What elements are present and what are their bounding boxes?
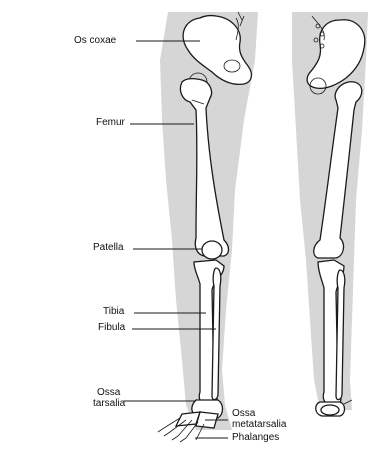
label-os-coxae: Os coxae bbox=[74, 35, 116, 46]
posterior-view bbox=[292, 12, 368, 416]
anterior-view bbox=[158, 12, 258, 442]
label-ossa-metatarsalia-line2: metatarsalia bbox=[232, 419, 286, 430]
label-fibula: Fibula bbox=[98, 322, 125, 333]
label-ossa-metatarsalia-line1: Ossa bbox=[232, 408, 255, 419]
label-phalanges: Phalanges bbox=[232, 432, 279, 443]
label-tibia: Tibia bbox=[103, 306, 124, 317]
anterior-patella bbox=[202, 241, 222, 259]
label-ossa-tarsalia-line1: Ossa bbox=[97, 387, 120, 398]
label-patella: Patella bbox=[93, 242, 124, 253]
label-ossa-tarsalia-line2: tarsalia bbox=[93, 398, 125, 409]
label-femur: Femur bbox=[96, 117, 125, 128]
